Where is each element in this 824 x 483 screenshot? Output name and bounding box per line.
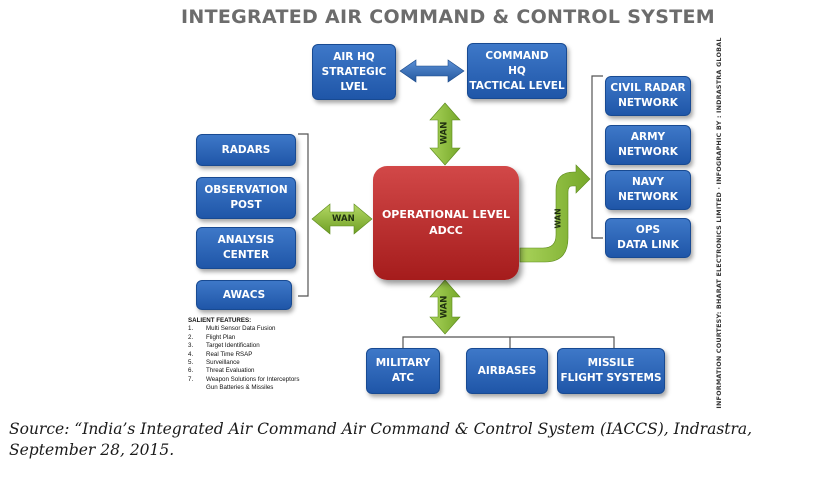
- military-atc-box: MILITARY ATC: [366, 348, 440, 394]
- missile-line-2: FLIGHT SYSTEMS: [560, 372, 662, 384]
- radars-box: RADARS: [196, 134, 296, 166]
- observation-post-line-2: POST: [230, 199, 262, 211]
- left-bracket: [298, 133, 309, 297]
- top-double-arrow: [399, 59, 465, 83]
- radars-label: RADARS: [221, 143, 271, 156]
- connector-lines: [298, 59, 615, 348]
- army-network-line-2: NETWORK: [618, 146, 678, 158]
- analysis-center-line-1: ANALYSIS: [217, 234, 275, 246]
- wan-label-left: WAN: [332, 214, 355, 224]
- side-credit: INFORMATION COURTESY: BHARAT ELECTRONICS…: [712, 36, 726, 409]
- features-heading: SALIENT FEATURES:: [188, 317, 252, 324]
- civil-radar-network-box: CIVIL RADAR NETWORK: [605, 76, 691, 116]
- missile-flight-systems-box: MISSILE FLIGHT SYSTEMS: [557, 348, 665, 394]
- salient-features-list: SALIENT FEATURES: 1.Multi Sensor Data Fu…: [188, 317, 368, 393]
- iaccs-diagram: INTEGRATED AIR COMMAND & CONTROL SYSTEM …: [181, 6, 726, 409]
- bottom-bracket: [402, 336, 615, 348]
- wan-label-bottom: WAN: [439, 295, 450, 319]
- operational-adcc-box: OPERATIONAL LEVEL ADCC: [373, 166, 519, 280]
- analysis-center-box: ANALYSIS CENTER: [196, 227, 296, 269]
- analysis-center-line-2: CENTER: [222, 249, 270, 261]
- awacs-label: AWACS: [222, 288, 266, 301]
- observation-post-box: OBSERVATION POST: [196, 177, 296, 219]
- observation-post-line-1: OBSERVATION: [204, 184, 288, 196]
- command-hq-line-2: HQ: [508, 64, 526, 77]
- air-hq-line-3: LVEL: [340, 80, 368, 93]
- airbases-label: AIRBASES: [477, 364, 537, 377]
- wan-label-right: WAN: [553, 208, 563, 229]
- adcc-line-2: ADCC: [429, 224, 463, 237]
- air-hq-line-1: AIR HQ: [333, 50, 375, 63]
- right-bracket: [591, 75, 603, 239]
- command-hq-tactical-box: COMMAND HQ TACTICAL LEVEL: [467, 43, 567, 99]
- feature-item: 3.Target Identification: [188, 342, 260, 350]
- civil-radar-line-1: CIVIL RADAR: [610, 82, 686, 94]
- figure-caption: Source: “India’s Integrated Air Command …: [9, 420, 753, 459]
- air-hq-line-2: STRATEGIC: [321, 65, 387, 78]
- adcc-line-1: OPERATIONAL LEVEL: [381, 208, 511, 221]
- feature-item: 4.Real Time RSAP: [188, 350, 253, 358]
- awacs-box: AWACS: [196, 280, 292, 310]
- ops-data-link-line-2: DATA LINK: [617, 239, 679, 251]
- airbases-box: AIRBASES: [466, 348, 548, 394]
- diagram-title: INTEGRATED AIR COMMAND & CONTROL SYSTEM: [181, 6, 715, 28]
- right-wan-arrow: [519, 164, 591, 263]
- feature-item: 2.Flight Plan: [188, 333, 236, 341]
- top-wan-arrow: [429, 102, 461, 166]
- air-hq-strategic-box: AIR HQ STRATEGIC LVEL: [312, 44, 396, 100]
- command-hq-line-1: COMMAND: [485, 49, 549, 62]
- feature-item: 5.Surveillance: [188, 359, 240, 367]
- missile-line-1: MISSILE: [587, 357, 635, 369]
- civil-radar-line-2: NETWORK: [618, 97, 678, 109]
- bottom-wan-arrow: [429, 279, 461, 335]
- military-atc-line-2: ATC: [391, 372, 415, 384]
- side-credit-text: INFORMATION COURTESY: BHARAT ELECTRONICS…: [715, 36, 723, 409]
- feature-item: 7.Weapon Solutions for Interceptors: [188, 375, 300, 383]
- ops-data-link-line-1: OPS: [635, 224, 661, 236]
- ops-data-link-box: OPS DATA LINK: [605, 218, 691, 258]
- wan-label-top: WAN: [439, 121, 450, 145]
- military-atc-line-1: MILITARY: [375, 357, 431, 369]
- command-hq-line-3: TACTICAL LEVEL: [469, 79, 565, 92]
- feature-item: 1.Multi Sensor Data Fusion: [188, 325, 276, 333]
- navy-network-line-1: NAVY: [632, 176, 664, 188]
- navy-network-line-2: NETWORK: [618, 191, 678, 203]
- army-network-box: ARMY NETWORK: [605, 125, 691, 165]
- left-wan-arrow: [311, 203, 373, 235]
- feature-item: 6.Threat Evaluation: [188, 367, 255, 375]
- navy-network-box: NAVY NETWORK: [605, 170, 691, 210]
- feature-item: Gun Batteries & Missiles: [206, 384, 274, 392]
- army-network-line-1: ARMY: [630, 131, 666, 143]
